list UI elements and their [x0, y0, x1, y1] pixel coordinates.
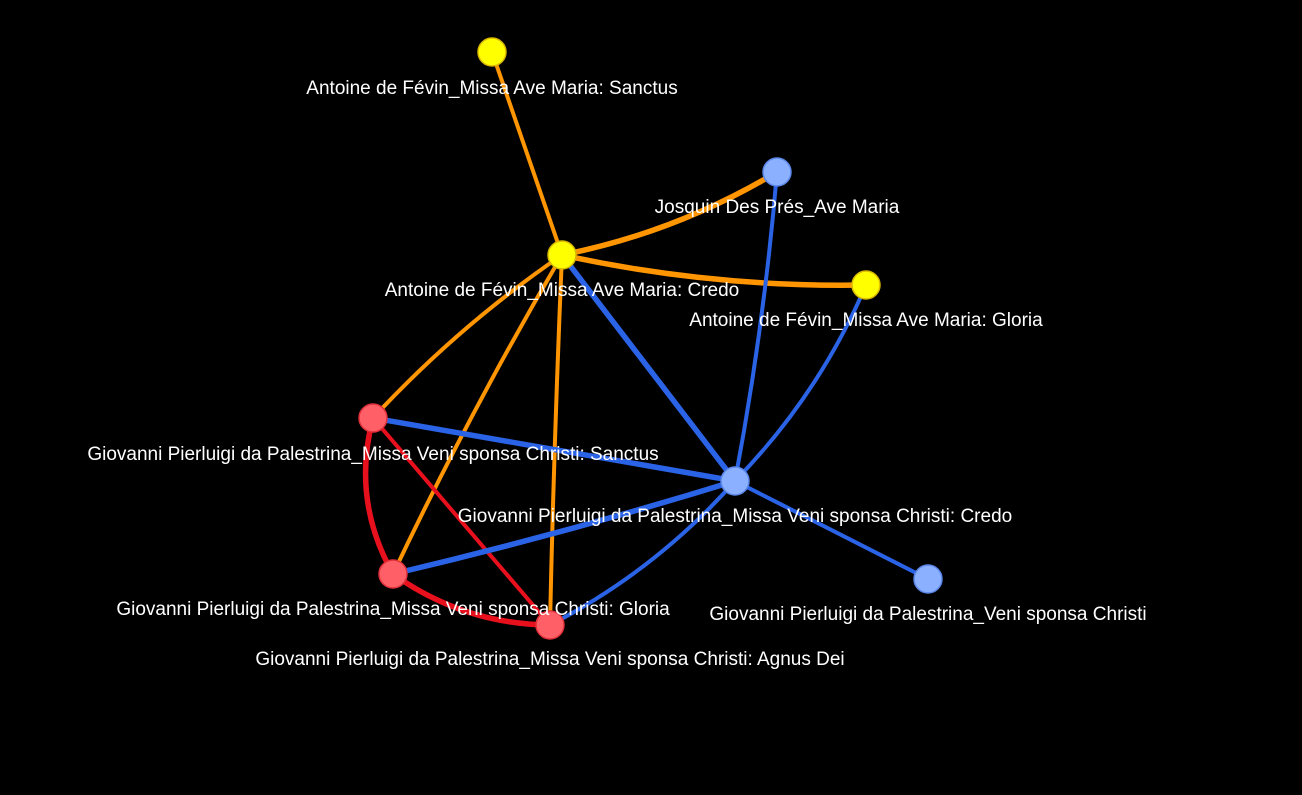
labels-layer: Antoine de Févin_Missa Ave Maria: Sanctu…	[87, 78, 1146, 670]
node-label-pal_gloria: Giovanni Pierluigi da Palestrina_Missa V…	[116, 599, 670, 620]
node-fevin_credo[interactable]	[547, 240, 577, 270]
node-label-pal_veni: Giovanni Pierluigi da Palestrina_Veni sp…	[709, 604, 1146, 625]
node-label-fevin_credo: Antoine de Févin_Missa Ave Maria: Credo	[385, 280, 740, 301]
edge-pal_agnus-pal_credo	[548, 479, 737, 627]
edges-layer	[362, 50, 930, 628]
edge-fevin_credo-fevin_gloria	[559, 252, 869, 288]
node-pal_veni[interactable]	[913, 564, 943, 594]
edge-pal_sanctus-pal_gloria	[362, 415, 396, 577]
edge-fevin_gloria-pal_credo	[733, 283, 868, 483]
edge-fevin_credo-pal_agnus	[548, 253, 564, 627]
node-pal_credo[interactable]	[720, 466, 750, 496]
edge-pal_gloria-pal_credo	[390, 478, 738, 577]
edge-pal_sanctus-pal_agnus	[371, 416, 552, 627]
node-pal_sanctus[interactable]	[358, 403, 388, 433]
node-josquin_ave[interactable]	[762, 157, 792, 187]
node-label-josquin_ave: Josquin Des Prés_Ave Maria	[655, 197, 900, 218]
edge-josquin_ave-pal_credo	[733, 170, 779, 483]
node-label-pal_credo: Giovanni Pierluigi da Palestrina_Missa V…	[458, 506, 1012, 527]
node-fevin_gloria[interactable]	[851, 270, 881, 300]
edge-fevin_credo-pal_sanctus	[371, 253, 564, 420]
edge-fevin_credo-josquin_ave	[559, 169, 780, 258]
node-pal_agnus[interactable]	[535, 610, 565, 640]
node-label-fevin_sanctus: Antoine de Févin_Missa Ave Maria: Sanctu…	[306, 78, 677, 99]
edge-pal_gloria-pal_agnus	[390, 571, 553, 628]
edge-fevin_sanctus-fevin_credo	[490, 50, 564, 257]
node-label-pal_sanctus: Giovanni Pierluigi da Palestrina_Missa V…	[87, 444, 658, 465]
node-label-fevin_gloria: Antoine de Févin_Missa Ave Maria: Gloria	[689, 310, 1043, 331]
node-label-pal_agnus: Giovanni Pierluigi da Palestrina_Missa V…	[255, 649, 844, 670]
nodes-layer	[358, 37, 943, 640]
node-fevin_sanctus[interactable]	[477, 37, 507, 67]
edge-pal_sanctus-pal_credo	[370, 415, 738, 484]
edge-pal_credo-pal_veni	[733, 479, 930, 581]
node-pal_gloria[interactable]	[378, 559, 408, 589]
edge-fevin_credo-pal_credo	[559, 252, 738, 484]
edge-fevin_credo-pal_gloria	[391, 253, 564, 576]
